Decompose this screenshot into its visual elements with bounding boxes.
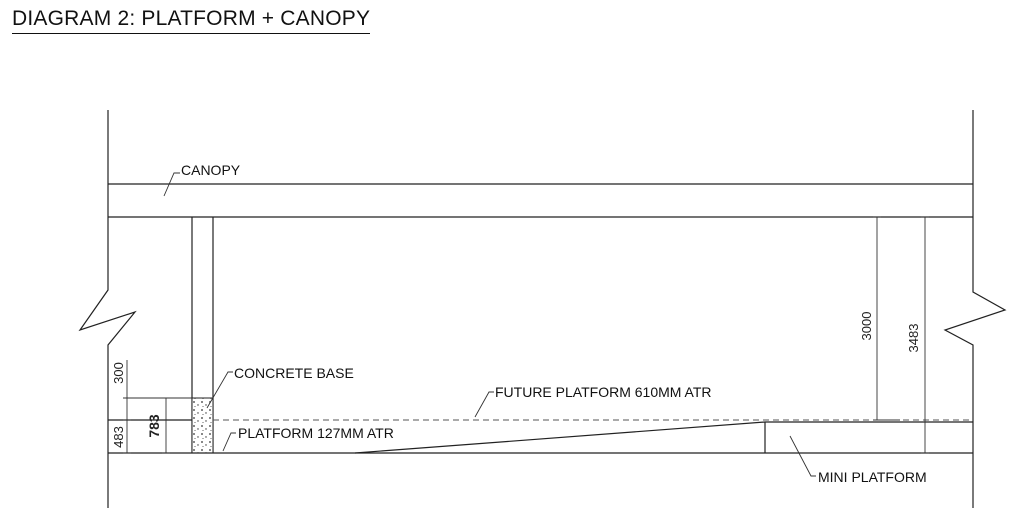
concrete-base: [191, 397, 214, 454]
dim-3000-label: 3000: [859, 312, 874, 341]
dim-783-label: 783: [146, 414, 162, 438]
ramp-line: [354, 421, 766, 454]
dim-300-label: 300: [111, 362, 126, 384]
platform-leader: [222, 432, 236, 452]
right-break-line: [943, 110, 1007, 508]
future-platform-leader: [474, 391, 494, 418]
canopy-label: CANOPY: [181, 162, 241, 178]
mini-platform-label: MINI PLATFORM: [818, 469, 927, 485]
diagram-title: DIAGRAM 2: PLATFORM + CANOPY: [12, 6, 371, 34]
dim-3483-label: 3483: [906, 324, 921, 353]
dim-483-label: 483: [111, 426, 126, 448]
platform-label: PLATFORM 127MM ATR: [238, 425, 394, 441]
concrete-base-leader: [206, 371, 233, 409]
concrete-base-label: CONCRETE BASE: [234, 365, 354, 381]
future-platform-label: FUTURE PLATFORM 610MM ATR: [495, 384, 712, 400]
mini-platform-leader: [789, 435, 816, 477]
canopy-leader: [163, 172, 180, 197]
left-break-line: [78, 110, 137, 508]
